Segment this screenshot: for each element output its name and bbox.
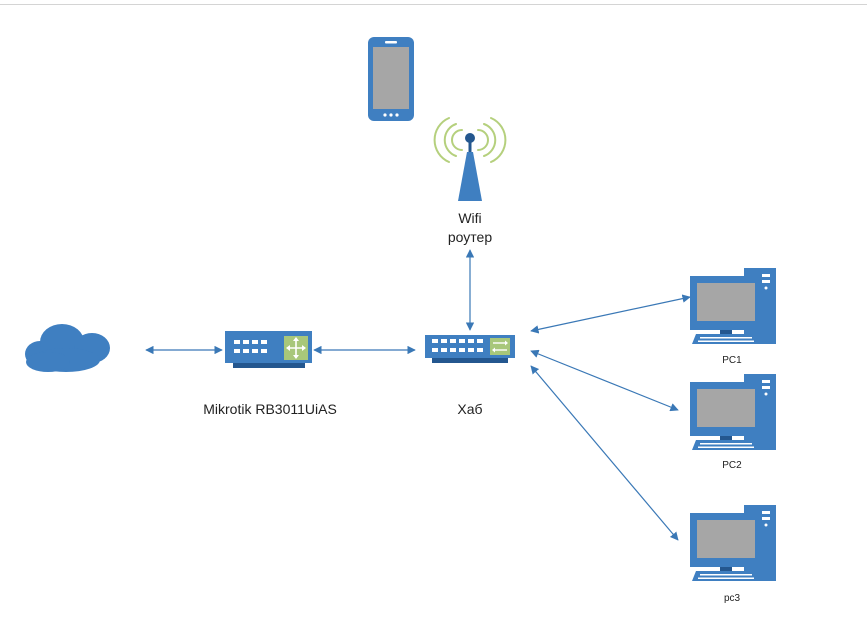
cloud-icon <box>25 324 110 372</box>
pc1-desktop-icon <box>690 268 776 344</box>
edge-hub-pc2 <box>530 349 679 412</box>
pc3-label: pc3 <box>723 593 741 604</box>
switch-icon <box>425 335 515 363</box>
wifi-label: Wifi роутер <box>418 209 522 247</box>
wifi-label-line1: Wifi <box>458 210 482 226</box>
pc3-desktop-icon <box>690 505 776 581</box>
pc1-label: PC1 <box>722 355 742 366</box>
wifi-antenna-icon <box>433 117 507 201</box>
edge-hub-pc1 <box>530 294 691 334</box>
router-label: Mikrotik RB3011UiAS <box>203 401 337 417</box>
pc2-desktop-icon <box>690 374 776 450</box>
router-icon <box>225 331 312 368</box>
smartphone-icon <box>368 37 414 121</box>
connectors <box>145 249 691 541</box>
top-divider <box>0 4 867 5</box>
pc2-label: PC2 <box>722 460 742 471</box>
hub-label: Хаб <box>457 401 483 417</box>
edge-hub-pc3 <box>530 365 679 541</box>
wifi-label-line2: роутер <box>447 229 493 245</box>
